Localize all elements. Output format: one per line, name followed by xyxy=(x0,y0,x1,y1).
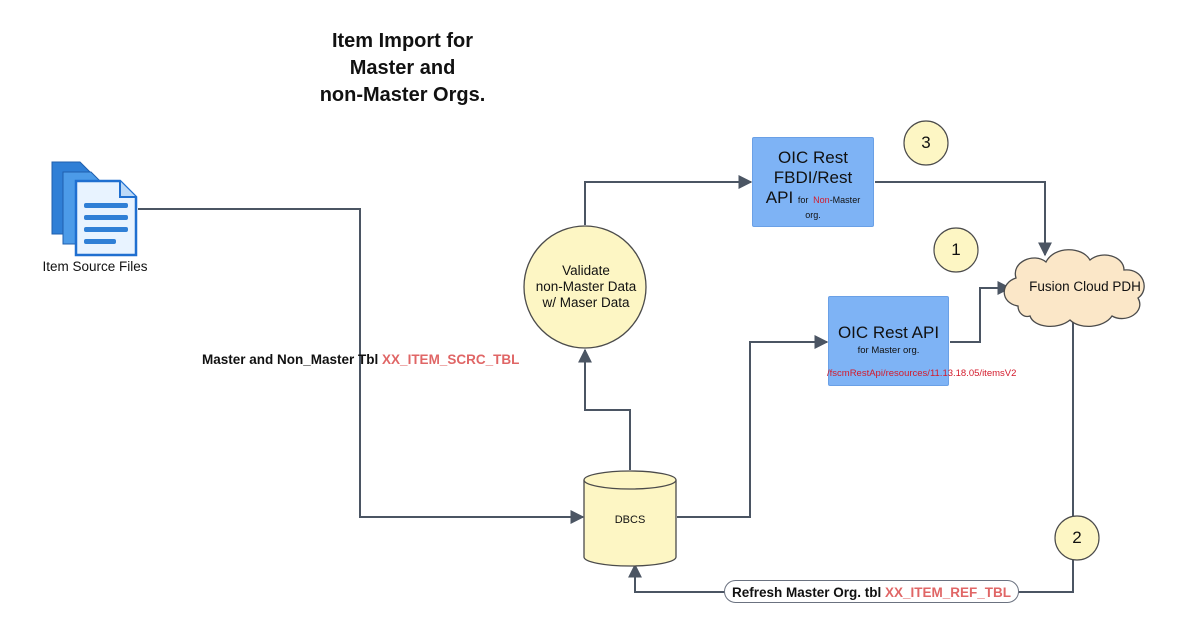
validate-line-2: non-Master Data xyxy=(535,279,637,294)
oic-fbdi-line-1: OIC Rest xyxy=(778,148,848,167)
fusion-cloud-shape xyxy=(1003,249,1145,327)
oic-fbdi-api-text: API xyxy=(765,188,794,207)
diagram-title: Item Import for Master and non-Master Or… xyxy=(300,28,505,109)
oic-fbdi-for-text: for xyxy=(797,195,809,205)
edge-dbcs-to-oic-rest xyxy=(677,335,829,518)
title-line-1: Item Import for xyxy=(331,30,474,52)
validate-node-label: Validate non-Master Data w/ Maser Data xyxy=(525,263,647,311)
title-line-3: non-Master Orgs. xyxy=(319,84,486,106)
source-to-dbcs-text: Master and Non_Master Tbl xyxy=(202,352,383,367)
edge-validate-to-oic-fbdi xyxy=(584,175,753,225)
edge-oic-fbdi-to-fusion xyxy=(875,181,1052,257)
step-2-badge-shape xyxy=(1054,515,1100,561)
step-1-badge-shape xyxy=(933,227,979,273)
oic-rest-box: OIC Rest API for Master org. /fscmRestAp… xyxy=(827,296,1016,386)
step-2-number: 2 xyxy=(1072,528,1082,547)
title-line-2: Master and xyxy=(349,57,456,79)
oic-rest-endpoint-path: /fscmRestApi/resources/11.13.18.05/items… xyxy=(827,368,1017,379)
document-stack-icon xyxy=(51,161,138,257)
dbcs-label: DBCS xyxy=(614,514,646,526)
oic-rest-title: OIC Rest API xyxy=(837,323,940,342)
source-to-dbcs-table: XX_ITEM_SCRC_TBL xyxy=(382,352,520,367)
validate-line-1: Validate xyxy=(562,263,610,278)
source-files-label: Item Source Files xyxy=(42,259,148,274)
validate-node-shape xyxy=(523,225,647,349)
oic-fbdi-org-text: org. xyxy=(805,210,821,220)
step-3-badge-shape xyxy=(903,120,949,166)
validate-line-3: w/ Maser Data xyxy=(542,295,630,310)
step-1-number: 1 xyxy=(951,240,961,259)
edge-source-to-dbcs xyxy=(138,208,585,524)
refresh-master-text: Refresh Master Org. tbl xyxy=(731,585,885,600)
oic-fbdi-line-3: API for Non-Master xyxy=(753,188,873,210)
step-3-number: 3 xyxy=(921,133,931,152)
refresh-master-label: Refresh Master Org. tbl XX_ITEM_REF_TBL xyxy=(724,580,1019,603)
oic-fbdi-master-text: -Master xyxy=(829,195,861,205)
oic-fbdi-non-text: Non xyxy=(813,195,830,205)
dbcs-cylinder xyxy=(583,470,677,567)
refresh-master-table: XX_ITEM_REF_TBL xyxy=(885,585,1012,600)
oic-fbdi-box: OIC Rest FBDI/Rest API for Non-Master or… xyxy=(752,137,874,227)
edge-dbcs-to-validate xyxy=(578,348,631,470)
fusion-cloud-label: Fusion Cloud PDH xyxy=(1029,279,1141,294)
oic-rest-subtitle: for Master org. xyxy=(857,345,920,356)
edge-oic-rest-to-fusion xyxy=(950,281,1012,343)
source-to-dbcs-label: Master and Non_Master Tbl XX_ITEM_SCRC_T… xyxy=(202,352,519,367)
oic-fbdi-line-2: FBDI/Rest xyxy=(773,168,853,187)
